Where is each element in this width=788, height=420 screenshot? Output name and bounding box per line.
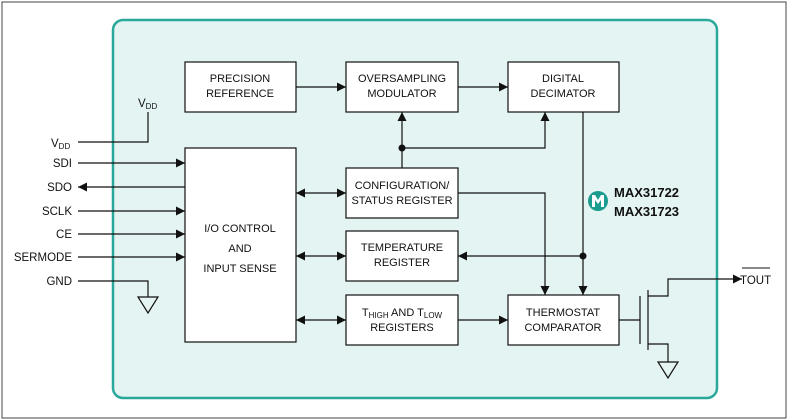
tout-ground-icon [656,361,680,380]
configuration-register-block: CONFIGURATION/ STATUS REGISTER [345,167,459,219]
pin-sdo-label: SDO [47,182,72,194]
pin-sclk-label: SCLK [42,206,72,218]
digital-decimator-line2: DECIMATOR [531,88,596,100]
pin-ce-label: CE [56,229,72,241]
temperature-register-block: TEMPERATURE REGISTER [345,230,459,282]
digital-decimator-block: DIGITAL DECIMATOR [507,61,620,113]
config-to-decimator-arrow [402,112,550,149]
thermostat-comparator-line2: COMPARATOR [524,322,601,334]
io-control-line1: I/O CONTROL [204,223,276,235]
configuration-register-line2: STATUS REGISTER [351,195,452,207]
thigh-tlow-line2: REGISTERS [370,322,434,334]
io-control-line2: AND [228,243,251,255]
precision-reference-block: PRECISION REFERENCE [184,61,297,113]
pin-gnd-wire [78,280,149,297]
external-pin-wiring [78,112,185,315]
pin-vdd-wire [78,112,149,143]
pin-sdi-label: SDI [53,158,72,170]
oversampling-modulator-line2: MODULATOR [367,88,436,100]
gnd-ground-icon [136,296,160,315]
thermostat-comparator-block: THERMOSTAT COMPARATOR [507,294,620,346]
thigh-tlow-line1: THIGH AND TLOW [362,307,443,320]
temperature-register-line1: TEMPERATURE [361,242,443,254]
junction-dot-config [398,144,406,152]
tout-output-arrow [648,274,742,297]
pin-vdd-label: VDD [51,138,70,151]
precision-reference-line2: REFERENCE [206,88,274,100]
oversampling-modulator-block: OVERSAMPLING MODULATOR [345,61,459,113]
precision-reference-line1: PRECISION [210,73,271,85]
output-transistor [619,274,742,380]
thigh-tlow-registers-block: THIGH AND TLOW REGISTERS [345,294,459,346]
config-to-comparator-arrow [458,192,550,295]
thermostat-comparator-line1: THERMOSTAT [526,307,600,319]
oversampling-modulator-line1: OVERSAMPLING [358,73,446,85]
maxim-logo-icon [588,191,608,211]
io-control-block: I/O CONTROL AND INPUT SENSE [184,147,297,343]
pin-vdd-top-label: VDD [138,98,157,111]
temperature-register-line2: REGISTER [374,257,430,269]
part-number-1: MAX31722 [614,185,679,200]
digital-decimator-line1: DIGITAL [542,73,584,85]
configuration-register-line1: CONFIGURATION/ [355,180,450,192]
junction-dot-decimator [579,252,587,260]
io-control-line3: INPUT SENSE [203,263,276,275]
pin-tout-label: TOUT [740,275,771,287]
pin-gnd-label: GND [46,276,72,288]
pin-sermode-label: SERMODE [14,252,72,264]
internal-wiring [296,82,588,325]
part-number-2: MAX31723 [614,204,679,219]
